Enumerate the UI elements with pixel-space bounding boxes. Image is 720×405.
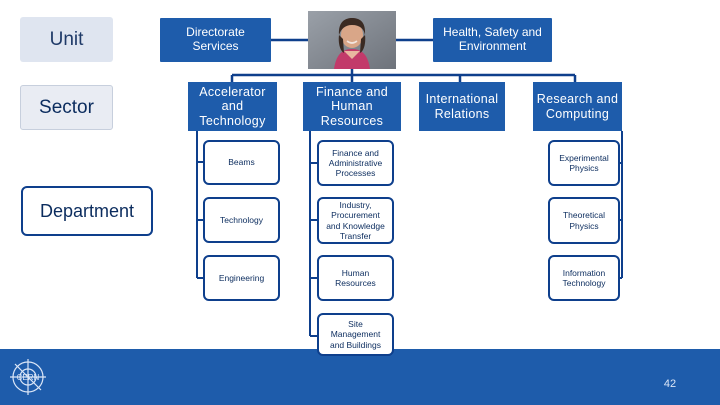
department-experimental-physics-label: Experimental Physics	[559, 152, 609, 173]
cern-logo-text: CERN	[17, 373, 40, 382]
department-theoretical-physics-label: Theoretical Physics	[562, 210, 606, 231]
page-number: 42	[663, 378, 677, 390]
department-industry-procurement-knowledge-transfer: Industry, Procurement and Knowledge Tran…	[317, 197, 394, 244]
department-theoretical-physics: Theoretical Physics	[548, 197, 620, 244]
legend-unit: Unit	[20, 17, 113, 62]
sector-international-relations: International Relations	[419, 82, 505, 131]
department-experimental-physics: Experimental Physics	[548, 140, 620, 186]
legend-sector: Sector	[20, 85, 113, 130]
department-technology-label: Technology	[219, 214, 263, 225]
department-information-technology: Information Technology	[548, 255, 620, 301]
unit-directorate-services: Directorate Services	[160, 18, 271, 62]
department-site-management-buildings: Site Management and Buildings	[317, 313, 394, 356]
department-industry-procurement-knowledge-transfer-label: Industry, Procurement and Knowledge Tran…	[326, 200, 385, 241]
sector-international-relations-label: International Relations	[425, 92, 499, 121]
footer-bar	[0, 349, 720, 405]
department-information-technology-label: Information Technology	[562, 267, 606, 288]
legend-department: Department	[21, 186, 153, 236]
department-technology: Technology	[203, 197, 280, 243]
unit-directorate-services-label: Directorate Services	[186, 25, 245, 53]
department-beams: Beams	[203, 140, 280, 185]
department-finance-administrative-processes-label: Finance and Administrative Processes	[328, 147, 383, 179]
legend-department-label: Department	[39, 200, 135, 221]
department-engineering: Engineering	[203, 255, 280, 301]
department-human-resources: Human Resources	[317, 255, 394, 301]
department-human-resources-label: Human Resources	[335, 267, 376, 288]
department-beams-label: Beams	[228, 157, 255, 168]
cern-logo: CERN	[6, 355, 50, 399]
sector-accelerator-technology: Accelerator and Technology	[188, 82, 277, 131]
sector-accelerator-technology-label: Accelerator and Technology	[199, 84, 266, 128]
sector-research-computing: Research and Computing	[533, 82, 622, 131]
director-general-photo	[308, 11, 396, 69]
department-site-management-buildings-label: Site Management and Buildings	[329, 319, 382, 350]
department-engineering-label: Engineering	[218, 272, 265, 283]
legend-unit-label: Unit	[49, 28, 84, 50]
sector-finance-human-resources: Finance and Human Resources	[303, 82, 401, 131]
sector-finance-human-resources-label: Finance and Human Resources	[315, 84, 389, 128]
legend-sector-label: Sector	[39, 96, 94, 118]
unit-health-safety-environment-label: Health, Safety and Environment	[443, 25, 542, 53]
unit-health-safety-environment: Health, Safety and Environment	[433, 18, 552, 62]
department-finance-administrative-processes: Finance and Administrative Processes	[317, 140, 394, 186]
sector-research-computing-label: Research and Computing	[536, 92, 619, 121]
